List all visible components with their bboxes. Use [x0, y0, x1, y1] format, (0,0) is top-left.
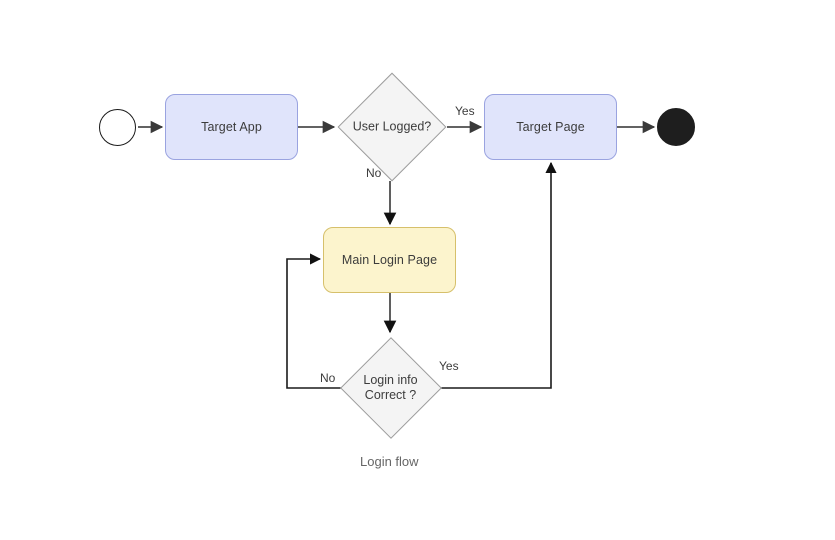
- node-login-correct-label: Login info Correct ?: [363, 373, 417, 403]
- node-target-app[interactable]: Target App: [165, 94, 298, 160]
- node-login-correct-label-line1: Login info: [363, 373, 418, 387]
- diagram-caption: Login flow: [360, 454, 419, 469]
- end-node[interactable]: [657, 108, 695, 146]
- edge-label-yes-login-correct: Yes: [439, 359, 459, 373]
- node-target-page-label: Target Page: [516, 119, 585, 134]
- node-target-page[interactable]: Target Page: [484, 94, 617, 160]
- start-node[interactable]: [99, 109, 136, 146]
- node-login-correct-label-line2: Correct ?: [364, 388, 417, 402]
- node-target-app-label: Target App: [201, 119, 262, 134]
- node-user-logged-decision[interactable]: User Logged?: [337, 72, 447, 182]
- node-main-login-page[interactable]: Main Login Page: [323, 227, 456, 293]
- node-user-logged-label: User Logged?: [352, 119, 432, 134]
- node-main-login-page-label: Main Login Page: [341, 252, 438, 267]
- edge-label-yes-user-logged: Yes: [455, 104, 475, 118]
- edge-label-no-login-correct: No: [320, 371, 336, 385]
- edge-label-no-user-logged: No: [366, 166, 382, 180]
- node-login-correct-decision[interactable]: Login info Correct ?: [339, 335, 442, 441]
